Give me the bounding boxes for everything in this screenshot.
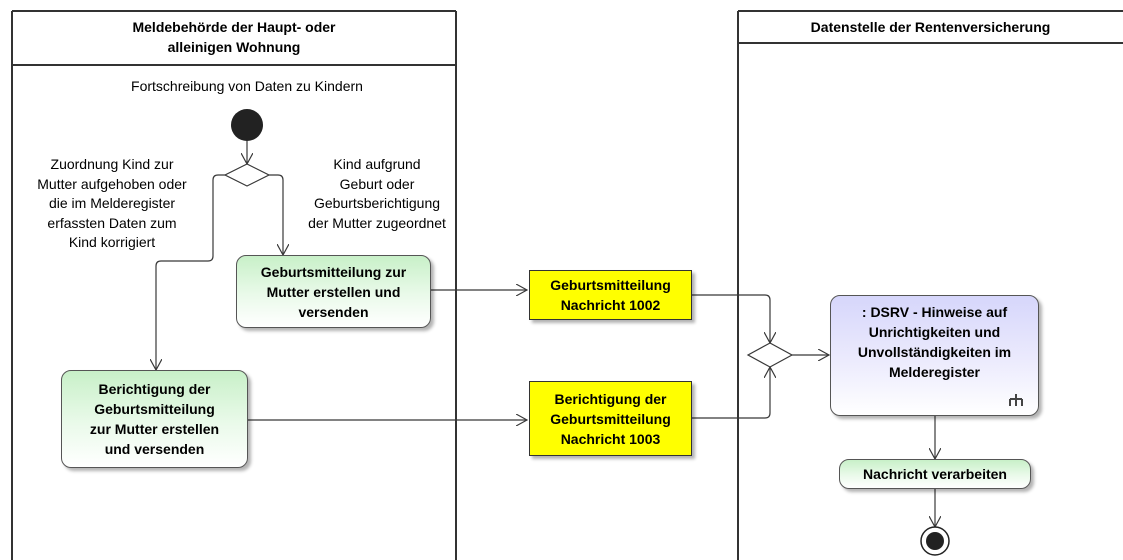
lane-title-meldebehoerde: Meldebehörde der Haupt- oder alleinigen … xyxy=(12,17,456,57)
swimlane-meldebehoerde xyxy=(11,10,457,560)
action-nachricht-verarbeiten[interactable]: Nachricht verarbeiten xyxy=(839,459,1031,489)
action-geburtsmitteilung[interactable]: Geburtsmitteilung zur Mutter erstellen u… xyxy=(236,255,431,328)
guard-right-line: Geburtsberichtigung xyxy=(313,195,441,211)
message-1003[interactable]: Berichtigung der Geburtsmitteilung Nachr… xyxy=(529,381,692,456)
flow-decision-to-geburtsmitteilung xyxy=(269,174,283,255)
action-label-line: versenden xyxy=(298,303,369,320)
guard-left-line: die im Melderegister xyxy=(48,195,176,211)
lane-title-line-2: alleinigen Wohnung xyxy=(167,39,301,55)
message-label-line: Geburtsmitteilung xyxy=(550,277,671,293)
guard-right: Kind aufgrund Geburt oder Geburtsbericht… xyxy=(287,155,467,233)
start-node xyxy=(231,109,263,141)
subactivity-label-line: Melderegister xyxy=(888,364,981,380)
guard-left-line: erfassten Daten zum xyxy=(47,214,177,231)
action-label-line: Mutter erstellen und xyxy=(266,283,401,300)
activity-title: Fortschreibung von Daten zu Kindern xyxy=(131,78,363,94)
action-label-line: Geburtsmitteilung zur xyxy=(260,263,407,280)
message-label-line: Nachricht 1002 xyxy=(560,297,661,313)
action-label-line: zur Mutter erstellen xyxy=(89,421,220,437)
subactivity-label: : DSRV - Hinweise auf Unrichtigkeiten un… xyxy=(831,302,1038,382)
guard-right-line: der Mutter zugeordnet xyxy=(308,214,446,231)
subactivity-label-line: : DSRV - Hinweise auf xyxy=(861,304,1008,320)
message-label-line: Nachricht 1003 xyxy=(560,430,661,447)
message-label-line: Berichtigung der xyxy=(554,390,667,407)
guard-left: Zuordnung Kind zur Mutter aufgehoben ode… xyxy=(12,155,212,253)
message-label-line: Geburtsmitteilung xyxy=(550,410,671,427)
lane-title-datenstelle: Datenstelle der Rentenversicherung xyxy=(810,19,1051,35)
action-berichtigung[interactable]: Berichtigung der Geburtsmitteilung zur M… xyxy=(61,370,248,468)
decision-node xyxy=(223,163,271,187)
subactivity-dsrv[interactable]: : DSRV - Hinweise auf Unrichtigkeiten un… xyxy=(830,295,1039,416)
end-node xyxy=(920,526,950,556)
merge-node xyxy=(746,342,794,368)
subactivity-label-line: Unrichtigkeiten und xyxy=(868,324,1001,340)
action-label-line: und versenden xyxy=(104,441,205,457)
message-1002[interactable]: Geburtsmitteilung Nachricht 1002 xyxy=(529,270,692,320)
flow-decision-to-berichtigung xyxy=(156,174,225,370)
guard-right-line: Kind aufgrund xyxy=(333,156,421,172)
action-label-line: Berichtigung der xyxy=(98,381,211,397)
guard-left-line: Zuordnung Kind zur xyxy=(50,156,174,172)
swimlane-datenstelle xyxy=(737,10,1123,560)
guard-left-line: Mutter aufgehoben oder xyxy=(37,175,187,192)
flow-1002-to-merge xyxy=(692,294,770,343)
subactivity-label-line: Unvollständigkeiten im xyxy=(857,344,1012,360)
lane-title-line-1: Meldebehörde der Haupt- oder xyxy=(132,19,336,35)
guard-left-line: Kind korrigiert xyxy=(68,234,156,250)
guard-right-line: Geburt oder xyxy=(339,175,415,192)
action-label-line: Geburtsmitteilung xyxy=(94,401,215,417)
flow-1003-to-merge xyxy=(692,367,770,419)
rake-icon xyxy=(1009,394,1023,406)
